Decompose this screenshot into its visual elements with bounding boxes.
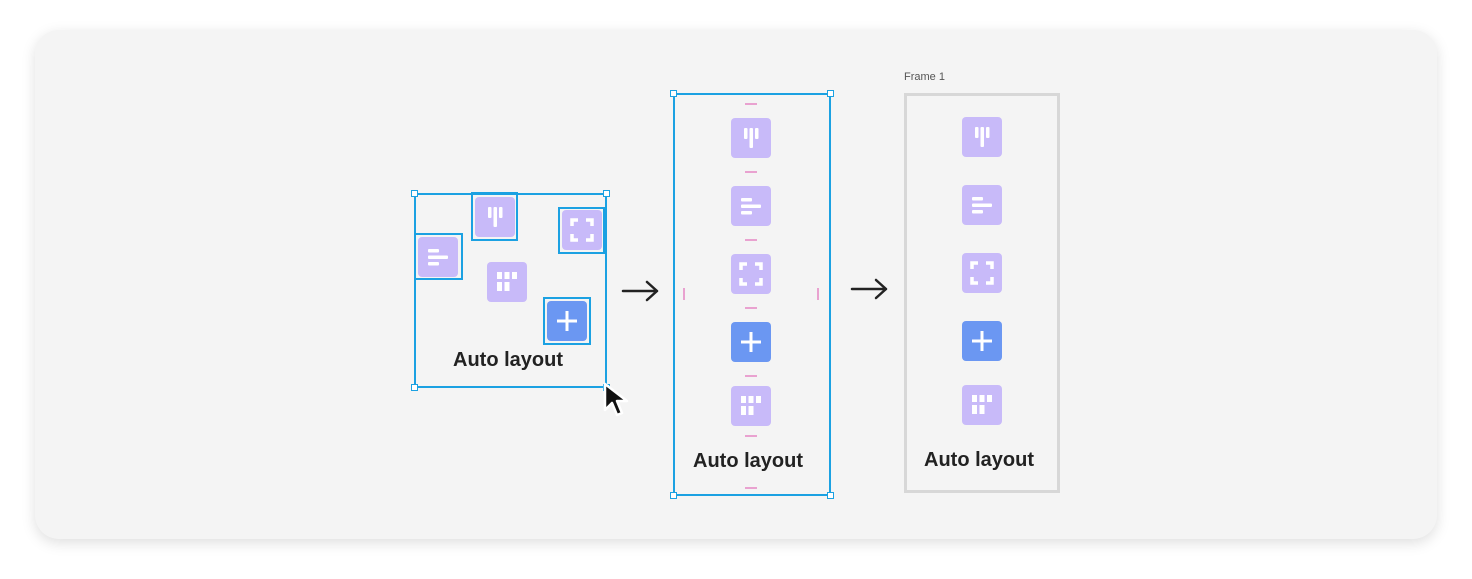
padding-marker-right (817, 288, 819, 300)
step2-label: Auto layout (693, 450, 803, 472)
frame[interactable] (904, 93, 1060, 493)
selection-box[interactable] (414, 193, 607, 388)
plus-icon[interactable] (731, 322, 771, 362)
grid-icon[interactable] (962, 385, 1002, 425)
item-selection-outline (414, 233, 463, 280)
item-selection-outline (471, 192, 518, 241)
cursor-icon (603, 382, 629, 417)
resize-handle-tr[interactable] (827, 90, 834, 97)
bar-columns-icon[interactable] (475, 197, 515, 237)
resize-handle-tr[interactable] (603, 190, 610, 197)
align-left-icon[interactable] (418, 237, 458, 277)
plus-icon[interactable] (962, 321, 1002, 361)
grid-icon[interactable] (731, 386, 771, 426)
resize-handle-bl[interactable] (670, 492, 677, 499)
auto-layout-frame[interactable] (673, 93, 831, 496)
padding-marker-left (683, 288, 685, 300)
resize-handle-tl[interactable] (411, 190, 418, 197)
arrow-right-icon (850, 278, 888, 300)
align-left-icon[interactable] (962, 185, 1002, 225)
spacing-marker (745, 103, 757, 105)
arrow-right-icon (621, 280, 659, 302)
frame-corners-icon[interactable] (731, 254, 771, 294)
align-left-icon[interactable] (731, 186, 771, 226)
step3-label: Auto layout (924, 449, 1034, 471)
frame-corners-icon[interactable] (562, 210, 602, 250)
frame-corners-icon[interactable] (962, 253, 1002, 293)
spacing-marker (745, 435, 757, 437)
resize-handle-br[interactable] (827, 492, 834, 499)
step1-label: Auto layout (453, 349, 563, 371)
spacing-marker (745, 375, 757, 377)
item-selection-outline (558, 207, 605, 254)
spacing-marker (745, 487, 757, 489)
bar-columns-icon[interactable] (962, 117, 1002, 157)
frame-title[interactable]: Frame 1 (904, 71, 945, 83)
resize-handle-bl[interactable] (411, 384, 418, 391)
spacing-marker (745, 307, 757, 309)
spacing-marker (745, 171, 757, 173)
grid-icon[interactable] (487, 262, 527, 302)
spacing-marker (745, 239, 757, 241)
item-selection-outline (543, 297, 591, 345)
plus-icon[interactable] (547, 301, 587, 341)
bar-columns-icon[interactable] (731, 118, 771, 158)
resize-handle-tl[interactable] (670, 90, 677, 97)
